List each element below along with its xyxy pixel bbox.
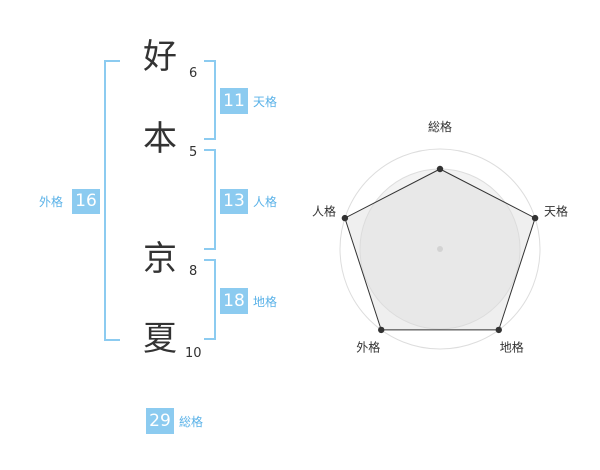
name-char-4: 夏 [143, 319, 177, 359]
name-char-3: 京 [143, 239, 177, 279]
stroke-count-1: 6 [189, 66, 198, 81]
radar-point-1 [531, 214, 539, 222]
tenkaku-bracket [204, 60, 216, 140]
stroke-count-2: 5 [189, 145, 198, 160]
soukaku-value-badge: 29 [146, 408, 174, 434]
tenkaku-value-badge: 11 [220, 88, 248, 114]
name-char-2: 本 [143, 119, 177, 159]
radar-point-3 [378, 326, 385, 334]
jinkaku-label: 人格 [253, 195, 278, 209]
stroke-count-3: 8 [189, 264, 198, 279]
radar-axis-label: 外格 [356, 340, 380, 355]
radar-axis-label: 人格 [312, 203, 336, 218]
radar-axis-label: 地格 [500, 340, 524, 355]
radar-axis-label: 天格 [544, 203, 568, 218]
radar-center-dot [437, 246, 443, 252]
chikaku-label: 地格 [253, 295, 278, 309]
stroke-count-4: 10 [185, 346, 202, 361]
gaikaku-label: 外格 [39, 195, 64, 209]
radar-axis-label: 総格 [428, 119, 452, 134]
radar-point-4 [341, 214, 349, 222]
radar-point-0 [436, 165, 444, 173]
gaikaku-bracket [104, 60, 120, 341]
radar-ring [339, 148, 541, 350]
chikaku-value-badge: 18 [220, 288, 248, 314]
radar-point-2 [495, 326, 502, 334]
jinkaku-value-badge: 13 [220, 189, 248, 214]
name-char-1: 好 [143, 37, 177, 77]
soukaku-label: 総格 [179, 415, 204, 429]
tenkaku-label: 天格 [253, 95, 278, 109]
jinkaku-bracket [204, 149, 216, 250]
chikaku-bracket [204, 259, 216, 340]
radar-series-polygon [344, 168, 536, 331]
gaikaku-value-badge: 16 [72, 189, 100, 214]
